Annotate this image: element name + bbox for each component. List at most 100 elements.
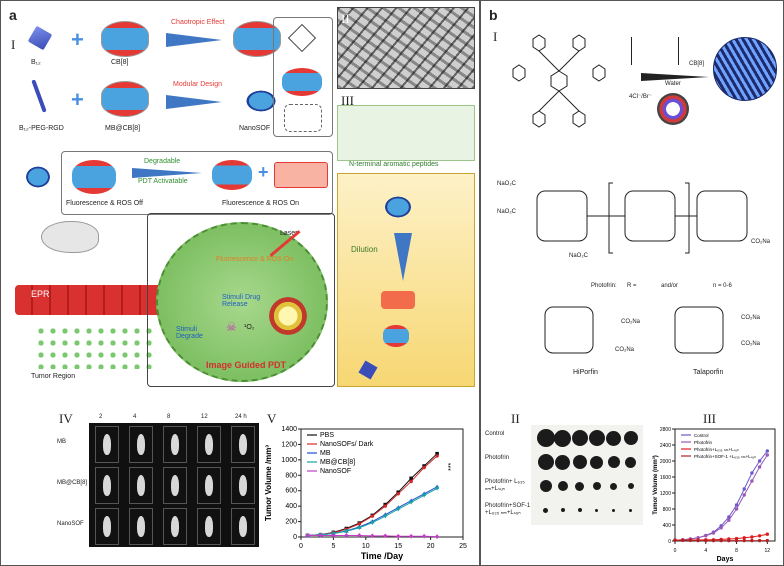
photofrin-r-label: R =	[627, 283, 637, 289]
na-group-3: NaO₂C	[569, 253, 588, 259]
mouse-image	[231, 426, 255, 463]
tumor-sample	[575, 481, 584, 491]
data-point	[383, 514, 388, 519]
tumor-sample	[539, 480, 552, 492]
nucleus-icon	[266, 294, 310, 338]
tumor-sample	[629, 508, 632, 512]
data-point	[765, 449, 770, 453]
mouse-image	[231, 508, 255, 545]
tumor-sample	[588, 430, 605, 446]
data-point	[383, 504, 387, 508]
imaging-row-label: NanoSOF	[57, 521, 84, 527]
y-tick-label: 200	[285, 519, 297, 526]
tumor-row-label: Control	[485, 431, 505, 437]
tumor-sample	[543, 507, 548, 513]
data-point	[409, 479, 413, 484]
b12-label: B₁₂	[31, 59, 41, 66]
cb8-arrow-label: CB[8]	[689, 61, 705, 67]
data-point	[711, 538, 716, 543]
degradable-cb8-icon-2	[212, 160, 252, 190]
imaging-row-label: MB	[57, 439, 66, 445]
tumor-sample	[623, 431, 638, 445]
section-b-II-label: II	[511, 411, 520, 426]
data-point	[757, 459, 762, 463]
data-point	[435, 454, 439, 458]
x-tick-label: 15	[394, 543, 402, 550]
y-tick-label: 800	[663, 507, 672, 513]
legend-label: Photofrin	[694, 440, 713, 445]
tumor-sample	[590, 455, 603, 469]
legend-label: Photofrin+L₆₃₅ ₙₘ+Lₛᵤₙ	[694, 447, 739, 452]
plus-icon-2: +	[71, 87, 84, 112]
data-point	[719, 526, 723, 530]
data-point	[680, 538, 685, 543]
mouse-image	[95, 467, 119, 504]
data-point	[734, 538, 739, 543]
data-point	[318, 533, 323, 538]
cb8-barrel-icon	[101, 21, 149, 57]
tumor-cells	[35, 325, 155, 369]
cb8-label: CB[8]	[111, 59, 129, 66]
tumor-sample	[555, 454, 570, 470]
photofrin-structure	[536, 182, 748, 254]
x-tick-label: 5	[331, 543, 335, 550]
tumor-sample	[577, 508, 582, 512]
b12-peg-rgd-label: B₁₂-PEG-RGD	[19, 125, 64, 132]
data-point	[331, 533, 336, 538]
data-point	[370, 514, 374, 518]
data-point	[719, 538, 723, 543]
data-point	[422, 465, 426, 470]
tumor-sample	[536, 429, 555, 447]
section-b-I-label: I	[493, 29, 498, 44]
degradable-label: Degradable	[144, 158, 181, 165]
section-a-II-label: II	[341, 11, 350, 26]
legend-label: NanoSOFs/ Dark	[320, 441, 374, 448]
cb8-3d-icon	[657, 93, 689, 125]
y-tick-label: 2400	[660, 443, 671, 449]
na-group-4: CO₂Na	[751, 239, 770, 245]
data-point	[734, 503, 739, 507]
talaporfin-co2na-2: CO₂Na	[741, 341, 760, 347]
panel-a-label: a	[9, 7, 17, 23]
legend-label: Control	[694, 433, 709, 438]
data-point	[688, 538, 693, 543]
legend-label: NanoSOF	[320, 468, 351, 475]
imaging-time-label: 8	[167, 414, 171, 420]
section-a-IV-label: IV	[59, 411, 73, 426]
tumor-sample	[572, 455, 587, 469]
imaging-time-label: 4	[133, 414, 137, 420]
photofrin-label: Photofrin:	[591, 283, 617, 289]
y-tick-label: 1000	[281, 457, 297, 464]
y-tick-label: 1200	[660, 491, 671, 497]
data-point	[396, 533, 401, 539]
tumor-row-label: Photofrin	[485, 455, 510, 461]
data-point	[727, 538, 731, 543]
photofrin-or-label: and/or	[661, 283, 679, 289]
cell-fluor-label: Fluorescence & ROS On	[216, 256, 294, 263]
arrow-down-icon	[394, 233, 412, 281]
tumor-sample	[560, 508, 565, 512]
mouse-image	[129, 467, 153, 504]
nanosof-small-icon	[15, 157, 61, 197]
data-point	[727, 515, 731, 519]
legend-label: MB@CB[8]	[320, 459, 355, 466]
y-tick-label: 0	[293, 534, 297, 541]
data-point	[408, 500, 414, 505]
data-point	[421, 533, 427, 539]
hiporfin-structure	[544, 306, 594, 354]
data-point	[357, 522, 362, 526]
cb8-structure-box	[273, 17, 333, 137]
mouse-image	[129, 508, 153, 545]
mouse-image	[197, 467, 221, 504]
data-point	[696, 538, 700, 543]
data-point	[370, 533, 375, 539]
data-point	[704, 534, 708, 538]
series-line	[307, 486, 438, 536]
talaporfin-structure	[674, 306, 724, 354]
tumor-sample	[592, 482, 601, 490]
mouse-image	[129, 426, 153, 463]
data-point	[750, 538, 754, 543]
degradable-box: Degradable PDT Activatable Fluorescence …	[61, 151, 333, 215]
